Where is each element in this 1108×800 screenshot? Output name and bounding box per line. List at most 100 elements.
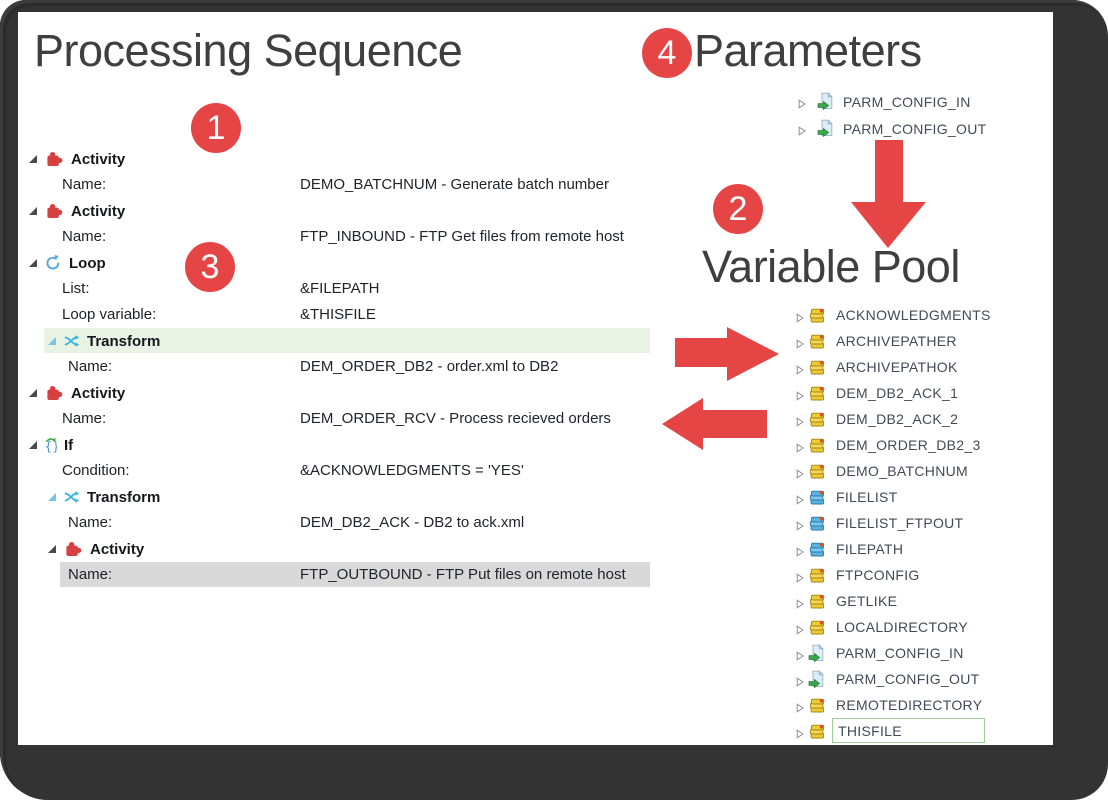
variable-row[interactable]: PARM_CONFIG_IN bbox=[0, 640, 1090, 666]
step-badge-2: 2 bbox=[713, 184, 763, 234]
expand-toggle-icon[interactable] bbox=[795, 700, 805, 713]
transform-icon bbox=[63, 489, 80, 505]
tree-node-row[interactable]: Transform bbox=[0, 484, 1090, 510]
variable-row[interactable]: GETLIKE bbox=[0, 588, 1090, 614]
field-value: DEM_ORDER_RCV - Process recieved orders bbox=[300, 410, 611, 427]
tree-node-row[interactable]: Activity bbox=[0, 146, 1090, 172]
variable-row[interactable]: FILELIST_FTPOUT bbox=[0, 510, 1090, 536]
expand-toggle-icon[interactable] bbox=[795, 414, 805, 427]
variable-icon bbox=[808, 306, 826, 324]
tree-node[interactable]: Activity bbox=[28, 380, 125, 406]
tree-node-row[interactable]: Activity bbox=[0, 536, 1090, 562]
expand-toggle-icon[interactable] bbox=[797, 123, 807, 136]
tree-node[interactable]: Activity bbox=[28, 198, 125, 224]
variable-row[interactable]: DEM_DB2_ACK_1 bbox=[0, 380, 1090, 406]
expand-toggle-icon[interactable] bbox=[47, 492, 57, 502]
variable-row[interactable]: REMOTEDIRECTORY bbox=[0, 692, 1090, 718]
expand-toggle-icon[interactable] bbox=[28, 440, 38, 450]
parameter-label: PARM_CONFIG_IN bbox=[843, 94, 971, 110]
parameter-row[interactable]: PARM_CONFIG_OUT bbox=[0, 115, 1090, 141]
variable-row[interactable]: LOCALDIRECTORY bbox=[0, 614, 1090, 640]
expand-toggle-icon[interactable] bbox=[795, 648, 805, 661]
tree-node[interactable]: Loop bbox=[28, 250, 106, 276]
expand-toggle-icon[interactable] bbox=[28, 388, 38, 398]
variable-row[interactable]: FILELIST bbox=[0, 484, 1090, 510]
expand-toggle-icon[interactable] bbox=[795, 622, 805, 635]
tree-node-label: If bbox=[64, 436, 74, 454]
expand-toggle-icon[interactable] bbox=[795, 570, 805, 583]
expand-toggle-icon[interactable] bbox=[797, 96, 807, 109]
variable-label: FTPCONFIG bbox=[836, 567, 920, 583]
tree-node[interactable]: {}If bbox=[28, 432, 73, 458]
expand-toggle-icon[interactable] bbox=[795, 362, 805, 375]
expand-toggle-icon[interactable] bbox=[795, 518, 805, 531]
step-badge-1: 1 bbox=[191, 103, 241, 153]
tree-field-row[interactable]: Condition:&ACKNOWLEDGMENTS = 'YES' bbox=[0, 458, 1090, 484]
variable-label: DEM_ORDER_DB2_3 bbox=[836, 437, 981, 453]
expand-toggle-icon[interactable] bbox=[28, 258, 38, 268]
expand-toggle-icon[interactable] bbox=[795, 492, 805, 505]
tree-node-label: Activity bbox=[71, 150, 126, 168]
variable-row[interactable]: DEM_ORDER_DB2_3 bbox=[0, 432, 1090, 458]
variable-label: DEM_DB2_ACK_1 bbox=[836, 385, 959, 401]
expand-toggle-icon[interactable] bbox=[795, 310, 805, 323]
expand-toggle-icon[interactable] bbox=[47, 336, 57, 346]
expand-toggle-icon[interactable] bbox=[795, 674, 805, 687]
tree-node-row[interactable]: Loop bbox=[0, 250, 1090, 276]
expand-toggle-icon[interactable] bbox=[47, 544, 57, 554]
field-label: List: bbox=[62, 280, 90, 297]
tree-node-row[interactable]: {}If bbox=[0, 432, 1090, 458]
parameter-label: PARM_CONFIG_OUT bbox=[843, 121, 987, 137]
expand-toggle-icon[interactable] bbox=[795, 466, 805, 479]
variable-row[interactable]: PARM_CONFIG_OUT bbox=[0, 666, 1090, 692]
field-value: &THISFILE bbox=[300, 306, 376, 323]
field-label: Name: bbox=[68, 566, 113, 583]
tree-field-row[interactable]: Name:DEM_ORDER_RCV - Process recieved or… bbox=[0, 406, 1090, 432]
expand-toggle-icon[interactable] bbox=[795, 440, 805, 453]
tree-field-row[interactable]: Name:DEM_DB2_ACK - DB2 to ack.xml bbox=[0, 510, 1090, 536]
variable-row[interactable]: ACKNOWLEDGMENTS bbox=[0, 302, 1090, 328]
variable-icon bbox=[808, 592, 826, 610]
activity-icon bbox=[44, 150, 64, 168]
parameter-file-icon bbox=[817, 119, 835, 138]
tree-field-row[interactable]: Name:DEMO_BATCHNUM - Generate batch numb… bbox=[0, 172, 1090, 198]
variable-row[interactable]: DEMO_BATCHNUM bbox=[0, 458, 1090, 484]
variable-label: DEMO_BATCHNUM bbox=[836, 463, 968, 479]
expand-toggle-icon[interactable] bbox=[795, 336, 805, 349]
tree-node[interactable]: Activity bbox=[28, 146, 125, 172]
expand-toggle-icon[interactable] bbox=[795, 596, 805, 609]
list-variable-icon bbox=[808, 514, 826, 532]
expand-toggle-icon[interactable] bbox=[795, 726, 805, 739]
expand-toggle-icon[interactable] bbox=[28, 206, 38, 216]
tree-field-row[interactable]: List:&FILEPATH bbox=[0, 276, 1090, 302]
variable-row[interactable]: THISFILE bbox=[0, 718, 1090, 744]
expand-toggle-icon[interactable] bbox=[795, 544, 805, 557]
variable-row[interactable]: ARCHIVEPATHER bbox=[0, 328, 1090, 354]
variable-row[interactable]: FTPCONFIG bbox=[0, 562, 1090, 588]
tree-node-row[interactable]: Transform bbox=[0, 328, 1090, 354]
variable-row[interactable]: DEM_DB2_ACK_2 bbox=[0, 406, 1090, 432]
parameter-row[interactable]: PARM_CONFIG_IN bbox=[0, 88, 1090, 114]
tree-field-row[interactable]: Name:DEM_ORDER_DB2 - order.xml to DB2 bbox=[0, 354, 1090, 380]
expand-toggle-icon[interactable] bbox=[28, 154, 38, 164]
tree-field-row[interactable]: Name: FTP_OUTBOUND - FTP Put files on rem… bbox=[0, 562, 1090, 588]
variable-icon bbox=[808, 436, 826, 454]
tree-node-row[interactable]: Activity bbox=[0, 380, 1090, 406]
processing-sequence-title: Processing Sequence bbox=[34, 25, 463, 76]
field-value: FTP_OUTBOUND - FTP Put files on remote h… bbox=[300, 566, 626, 583]
expand-toggle-icon[interactable] bbox=[795, 388, 805, 401]
variable-row[interactable]: FILEPATH bbox=[0, 536, 1090, 562]
tree-node-row[interactable]: Activity bbox=[0, 198, 1090, 224]
variable-row[interactable]: ARCHIVEPATHOK bbox=[0, 354, 1090, 380]
step-badge-3: 3 bbox=[185, 242, 235, 292]
tree-node[interactable]: Transform bbox=[47, 484, 160, 510]
tree-field-row[interactable]: Name:FTP_INBOUND - FTP Get files from re… bbox=[0, 224, 1090, 250]
tree-field-row[interactable]: Loop variable:&THISFILE bbox=[0, 302, 1090, 328]
step-badge-4: 4 bbox=[642, 28, 692, 78]
tree-node-label: Transform bbox=[87, 488, 161, 506]
tree-node[interactable]: Transform bbox=[47, 328, 160, 354]
tree-node-label: Activity bbox=[90, 540, 145, 558]
tree-node[interactable]: Activity bbox=[47, 536, 144, 562]
activity-icon bbox=[63, 540, 83, 558]
variable-label: ARCHIVEPATHER bbox=[836, 333, 957, 349]
